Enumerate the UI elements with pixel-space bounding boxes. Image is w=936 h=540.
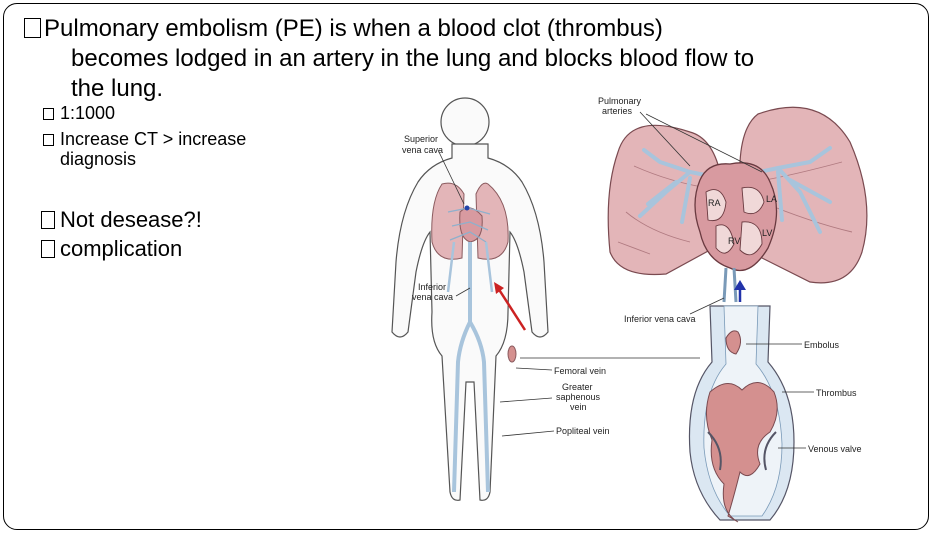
label-pulmonary-arteries-1: Pulmonary xyxy=(598,96,642,106)
red-arrow-head-icon xyxy=(494,282,504,294)
main-bullet-line-2: becomes lodged in an artery in the lung … xyxy=(71,45,755,72)
leader-greater-saphenous xyxy=(499,397,553,403)
body-veins xyxy=(446,241,494,493)
sub-bullet-ct: Increase CT > increase xyxy=(43,129,246,149)
right-ventricle xyxy=(715,224,735,254)
label-la: LA xyxy=(766,194,777,204)
arm-veins xyxy=(446,241,494,293)
ivc-upper xyxy=(722,267,738,303)
label-embolus: Embolus xyxy=(804,340,840,350)
label-greater-saphenous-3: vein xyxy=(570,402,587,412)
head-outline xyxy=(440,97,490,147)
bullet-box-icon xyxy=(43,134,54,146)
right-atrium xyxy=(705,189,727,222)
label-popliteal-vein: Popliteal vein xyxy=(556,426,610,436)
bullet-complication: complication xyxy=(41,236,182,262)
large-heart: RA LA RV LV xyxy=(694,162,778,272)
left-ventricle xyxy=(739,221,763,256)
leader-inferior-vena-cava xyxy=(455,287,471,297)
thrombus-clot xyxy=(706,382,778,523)
label-inferior-vena-cava-2: vena cava xyxy=(412,292,453,302)
main-bullet: Pulmonary embolism (PE) is when a blood … xyxy=(24,14,754,104)
embolus-clot xyxy=(725,330,742,355)
body-embolus-dot xyxy=(464,205,470,211)
venous-valve-leaflets xyxy=(707,431,777,471)
left-atrium xyxy=(741,186,765,215)
sub-bullet-ratio: 1:1000 xyxy=(43,103,115,123)
body-lungs xyxy=(431,182,509,260)
leader-popliteal-vein xyxy=(501,430,555,437)
label-femoral-vein: Femoral vein xyxy=(554,366,606,376)
leader-inferior-vena-cava-heart xyxy=(689,297,725,315)
label-greater-saphenous-2: saphenous xyxy=(556,392,601,402)
bullet-not-disease: Not desease?! xyxy=(41,207,202,233)
main-bullet-line-3: the lung. xyxy=(71,75,164,102)
blue-arrow-head-icon xyxy=(734,280,746,290)
label-superior-vena-cava-2: vena cava xyxy=(402,145,443,155)
pulmonary-arteries xyxy=(638,146,832,234)
bullet-box-icon xyxy=(41,211,55,229)
right-pulmonary-branches xyxy=(638,148,722,224)
leader-superior-vena-cava xyxy=(437,149,465,205)
slide-frame xyxy=(3,3,929,530)
leader-femoral-vein xyxy=(515,367,553,371)
main-bullet-line-1: Pulmonary embolism (PE) is when a blood … xyxy=(24,14,754,44)
bullet-box-icon xyxy=(41,240,55,258)
label-lv: LV xyxy=(762,228,772,238)
label-greater-saphenous-1: Greater xyxy=(562,382,593,392)
label-superior-vena-cava-1: Superior xyxy=(404,134,438,144)
pe-anatomy-illustration: Superior vena cava Inferior vena cava Fe… xyxy=(391,96,868,523)
large-right-lung xyxy=(607,124,721,276)
leader-pulmonary-arteries xyxy=(639,111,763,173)
label-inferior-vena-cava-1: Inferior xyxy=(418,282,446,292)
lung-fissures xyxy=(617,161,853,255)
bullet-box-icon xyxy=(24,18,41,38)
label-ra: RA xyxy=(708,198,721,208)
body-labels: Superior vena cava Inferior vena cava Fe… xyxy=(402,134,610,437)
label-pulmonary-arteries-2: arteries xyxy=(602,106,633,116)
bullet-box-icon xyxy=(43,108,54,120)
label-venous-valve: Venous valve xyxy=(808,444,862,454)
left-pulmonary-branches xyxy=(738,146,832,234)
femoral-thrombus xyxy=(507,345,517,363)
label-thrombus: Thrombus xyxy=(816,388,857,398)
red-arrow-shaft xyxy=(496,287,527,331)
vein-cross-section: Embolus Thrombus Venous valve xyxy=(688,280,862,523)
sub-bullet-ct-continued: diagnosis xyxy=(60,149,137,169)
label-inferior-vena-cava-heart: Inferior vena cava xyxy=(624,314,696,324)
heart-outline xyxy=(694,162,778,272)
left-leg-vein xyxy=(468,320,490,493)
label-rv: RV xyxy=(728,236,740,246)
